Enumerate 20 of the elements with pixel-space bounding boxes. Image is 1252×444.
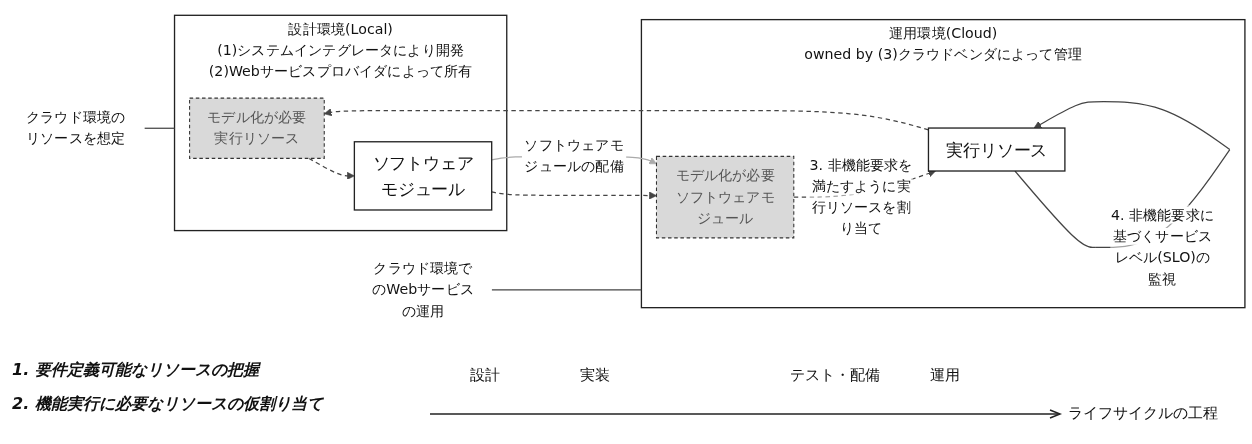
node-box: ソフトウェアモジュール — [353, 141, 493, 211]
connector — [143, 127, 176, 129]
node-box: モデル化が必要 ソフトウェアモジュール — [655, 155, 795, 239]
node-box: モデル化が必要 実行リソース — [189, 97, 325, 159]
edge-label: 4. 非機能要求に基づくサービスレベル(SLO)の監視 — [1110, 206, 1214, 288]
step-note: 1. 要件定義可能なリソースの把握 — [12, 360, 259, 381]
arrow — [491, 191, 657, 200]
arrow — [308, 157, 355, 180]
connector — [491, 289, 643, 291]
phase-label: 実装 — [580, 366, 610, 385]
edge-label: 3. 非機能要求を満たすように実行リソースを割り当て — [809, 156, 913, 238]
node-text: クラウド環境でのWebサービスの運用 — [372, 259, 474, 320]
axis-label: ライフサイクルの工程 — [1068, 404, 1218, 423]
node-box: 実行リソース — [927, 127, 1066, 172]
step-note: 2. 機能実行に必要なリソースの仮割り当て — [12, 394, 323, 415]
edge-label: ソフトウェアモジュールの配備 — [524, 136, 624, 175]
node-text: クラウド環境のリソースを想定 — [26, 108, 126, 147]
phase-label: 設計 — [470, 366, 500, 385]
phase-label: 運用 — [930, 366, 960, 385]
phase-label: テスト・配備 — [790, 366, 880, 385]
